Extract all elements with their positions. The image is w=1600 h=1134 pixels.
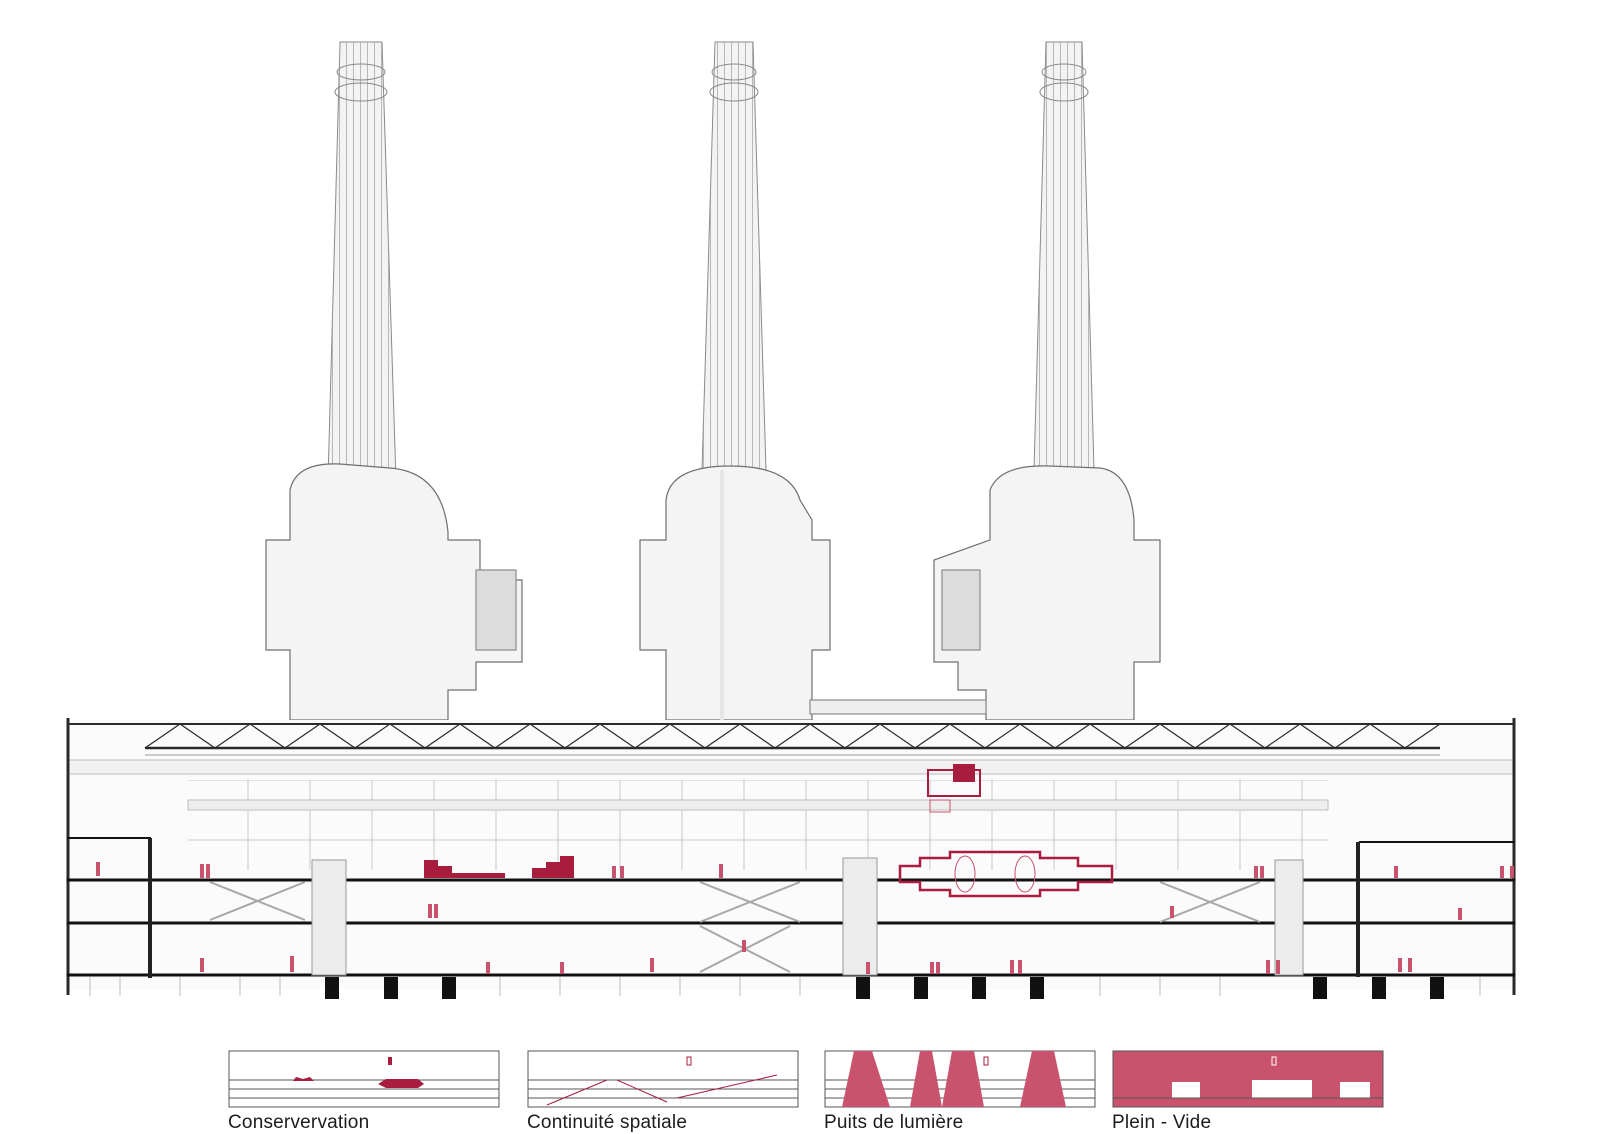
escalators [209, 881, 1261, 973]
diagram-conservation: Conservervation [228, 1050, 500, 1133]
section-columns [148, 838, 1360, 978]
tower-base-right [809, 465, 1161, 721]
red-stair-left [424, 860, 505, 878]
diagram-continuity: Continuité spatiale [527, 1050, 799, 1133]
foundation-piles [89, 977, 1481, 996]
diagram-caption-light-wells: Puits de lumière [824, 1112, 964, 1133]
floor-slabs [66, 837, 1516, 977]
diagram-light-wells: Puits de lumière [824, 1050, 1096, 1133]
people-figures [96, 862, 1514, 974]
diagram-caption-conservation: Conservervation [228, 1112, 370, 1133]
tower-base-middle [639, 465, 831, 721]
red-gantry-crane [927, 764, 981, 813]
red-stair-right [532, 856, 574, 878]
diagram-caption-solid-void: Plein - Vide [1112, 1112, 1212, 1133]
hall-back-wall [67, 720, 1515, 990]
chimney-right [1033, 41, 1095, 471]
chimney-middle [701, 41, 767, 471]
roof-truss [66, 718, 1516, 995]
diagram-solid-void: Plein - Vide [1112, 1050, 1384, 1133]
diagram-solid-void-drawing [1112, 1050, 1384, 1108]
diagram-caption-continuity: Continuité spatiale [527, 1112, 688, 1133]
diagram-conservation-drawing [228, 1050, 500, 1108]
red-turbine-outline [898, 850, 1114, 898]
diagram-light-wells-drawing [824, 1050, 1096, 1108]
chimney-left [327, 41, 397, 481]
diagram-continuity-drawing [527, 1050, 799, 1108]
building-section-drawing [66, 41, 1516, 999]
tower-base-left [265, 463, 523, 721]
foundation-piers [325, 977, 1444, 999]
